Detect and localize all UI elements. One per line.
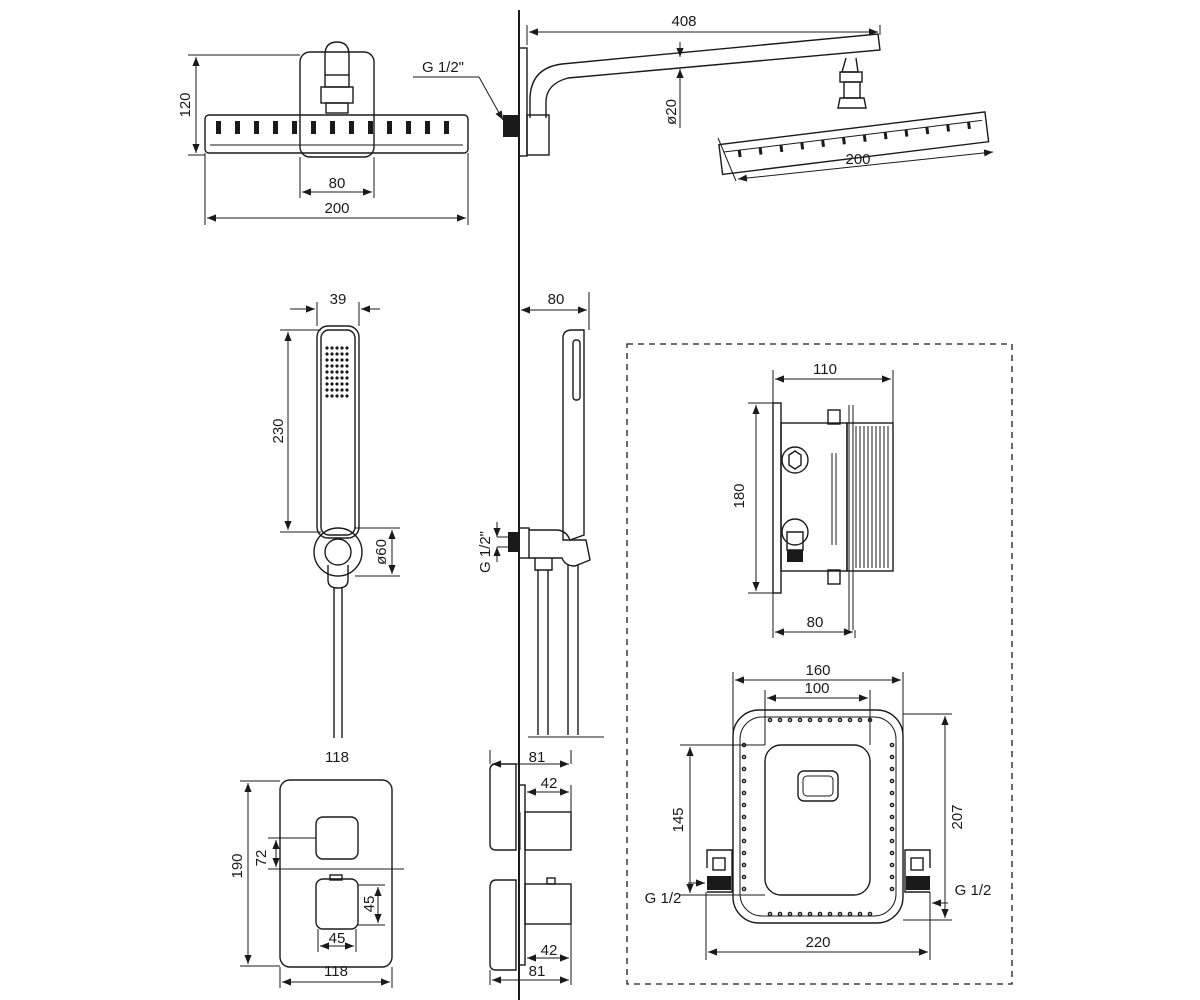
- wall-connector: [503, 115, 519, 137]
- left-inlet: [707, 876, 731, 890]
- shower-arm: [529, 33, 881, 118]
- dim-mount-80: 80: [329, 175, 346, 192]
- left-bracket: [706, 849, 733, 893]
- side-shower-head: [718, 111, 990, 176]
- dim-height-190: 190: [229, 853, 246, 878]
- cartridge-housing: [846, 422, 894, 572]
- rain-head-front-view: 120 80 200: [177, 41, 469, 225]
- hand-shower-side-view: 80 G 1/2": [477, 291, 604, 738]
- dim-side-bottom-81: 81: [529, 963, 546, 980]
- dim-total-width-220: 220: [805, 934, 830, 951]
- dim-inner-width-100: 100: [804, 680, 829, 697]
- dim-height-120: 120: [177, 92, 194, 117]
- box-side-view: 110 180 80: [731, 361, 894, 638]
- dim-bottom-width-118: 118: [324, 963, 348, 980]
- bottom-handle-side: [489, 879, 517, 971]
- dim-side-top-81: 81: [529, 749, 546, 766]
- dim-projection-80: 80: [548, 291, 565, 308]
- dim-box-width-110: 110: [813, 361, 837, 378]
- dim-arm-408: 408: [671, 13, 696, 30]
- inner-knob: [797, 770, 839, 802]
- thread-label-right: G 1/2: [955, 882, 992, 899]
- dim-handle-39: 39: [330, 291, 347, 308]
- dim-spacing-72: 72: [253, 850, 270, 867]
- spray-nozzles: [325, 346, 349, 398]
- right-bracket: [904, 849, 931, 893]
- box-outer-frame: [732, 709, 904, 924]
- dim-knob-width-45: 45: [329, 930, 346, 947]
- bottom-port: [781, 518, 809, 546]
- dim-side-top-42: 42: [541, 775, 558, 792]
- concealed-body-frame: [626, 343, 1013, 985]
- bottom-knob: [315, 878, 359, 930]
- dim-knob-height-45: 45: [361, 896, 378, 913]
- dim-holder-60: ø60: [373, 539, 390, 565]
- holder-ring: [313, 527, 363, 577]
- hose-connector: [508, 532, 519, 552]
- dim-outer-height-207: 207: [949, 804, 966, 829]
- box-front-view: 160 100 145 207 G 1/2 G 1/2 220: [645, 662, 992, 960]
- dim-pipe-20: ø20: [663, 99, 680, 125]
- dim-width-200: 200: [324, 200, 349, 217]
- mounting-holes: [741, 717, 895, 917]
- thread-label-hand: G 1/2": [477, 531, 494, 573]
- dim-side-bottom-42: 42: [541, 942, 558, 959]
- dim-head-200: 200: [845, 151, 870, 168]
- dim-length-230: 230: [270, 418, 287, 443]
- dim-top-width-118: 118: [325, 749, 349, 766]
- top-port: [781, 446, 809, 474]
- hand-shower-front-view: 39 230 ø60: [270, 291, 400, 738]
- hand-shower-body: [320, 329, 356, 536]
- mixer-panel-front-view: 118 190 72 45 45 118: [229, 749, 404, 988]
- inner-panel: [764, 744, 871, 896]
- top-knob: [315, 816, 359, 860]
- mixer-panel-side-view: 81 42 42 81: [489, 749, 572, 985]
- thread-label-top: G 1/2": [422, 59, 464, 76]
- right-inlet: [906, 876, 930, 890]
- cartridge-ribbing: [855, 426, 889, 568]
- mixer-cover-plate: [279, 779, 393, 968]
- rain-head-side-view: 408 ø20 200 G 1/2": [413, 13, 994, 182]
- dim-inner-height-145: 145: [670, 807, 687, 832]
- nozzle-row: [216, 121, 449, 134]
- arm-elbow: [324, 41, 350, 75]
- dim-box-depth-80: 80: [807, 614, 824, 631]
- dim-box-height-180: 180: [731, 483, 748, 508]
- wall-plate: [299, 51, 375, 158]
- top-handle-side: [489, 763, 517, 851]
- shower-head-plate: [204, 114, 469, 154]
- dim-outer-width-160: 160: [805, 662, 830, 679]
- hand-shower-side-body: [562, 329, 585, 541]
- thread-label-left: G 1/2: [645, 890, 682, 907]
